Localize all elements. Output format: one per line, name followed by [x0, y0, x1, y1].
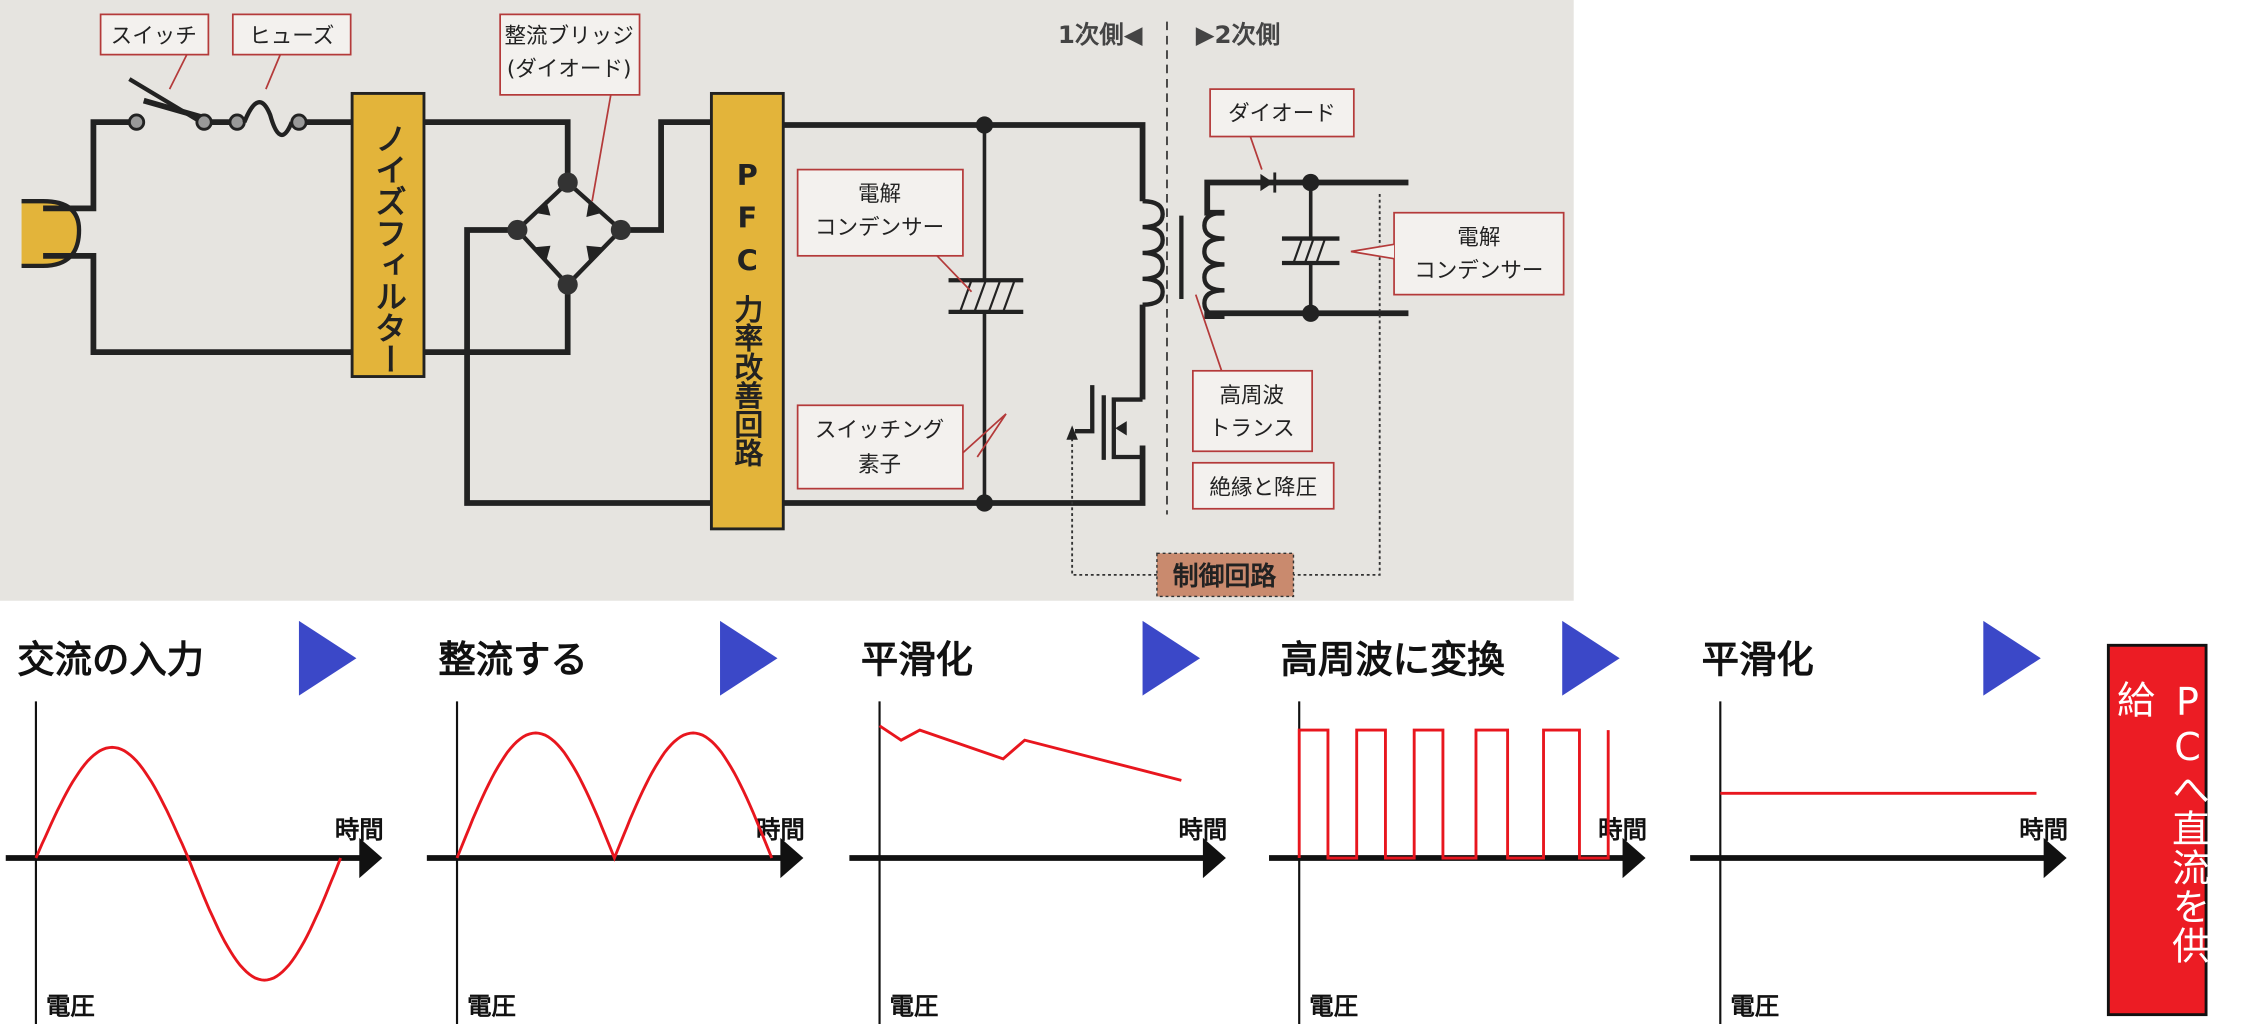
secondary-coil: [1202, 210, 1225, 319]
pfc-abbr-label: PFC: [730, 158, 764, 286]
noise-filter-label: ノイズフィルター: [370, 122, 406, 375]
callout-transformer: 高周波 トランス: [1191, 294, 1314, 453]
svg-text:絶縁と降圧: 絶縁と降圧: [1209, 475, 1317, 500]
svg-text:(ダイオード): (ダイオード): [507, 57, 632, 82]
stage-title: 交流の入力: [17, 638, 204, 682]
y-axis-label: 電圧: [46, 992, 95, 1021]
diode-symbol: [1260, 172, 1277, 193]
svg-text:スイッチング: スイッチング: [815, 418, 944, 443]
pfc-name-label: 力率改善回路: [730, 295, 764, 467]
y-axis-label: 電圧: [1730, 992, 1779, 1021]
callout-isolation: 絶縁と降圧: [1191, 461, 1335, 510]
next-arrow-icon: [1562, 620, 1620, 696]
circuit-diagram: ノイズフィルター PFC 力率改善回路: [0, 0, 1574, 601]
stage-title: 平滑化: [1702, 638, 1814, 682]
svg-text:ダイオード: ダイオード: [1228, 102, 1336, 127]
primary-coil: [1142, 199, 1165, 307]
x-axis-label: 時間: [2019, 815, 2068, 844]
x-axis-arrow-icon: [780, 837, 804, 879]
next-arrow-icon: [1142, 620, 1201, 696]
control-circuit-block: [1156, 552, 1295, 598]
x-axis-arrow-icon: [2043, 837, 2067, 879]
svg-text:スイッチ: スイッチ: [111, 24, 197, 49]
y-axis-label: 電圧: [1309, 992, 1358, 1021]
secondary-capacitor-symbol: [1281, 236, 1340, 266]
y-axis-label: 電圧: [890, 992, 939, 1021]
secondary-side-label: ▶2次側: [1196, 20, 1281, 49]
waveform-square: [1297, 728, 1610, 860]
stage-title: 高周波に変換: [1281, 638, 1506, 682]
svg-text:電解: 電解: [858, 182, 901, 207]
stage-title: 平滑化: [861, 638, 973, 682]
svg-text:コンデンサー: コンデンサー: [1414, 258, 1543, 283]
callout-diode: ダイオード: [1209, 88, 1355, 170]
next-arrow-icon: [298, 620, 357, 696]
x-axis-label: 時間: [335, 815, 384, 844]
x-axis-arrow-icon: [359, 837, 383, 879]
x-axis-arrow-icon: [1202, 837, 1226, 879]
waveform-full-wave-rectified: [455, 731, 774, 862]
y-axis-label: 電圧: [467, 992, 516, 1021]
output-box: [2106, 643, 2208, 1017]
next-arrow-icon: [720, 620, 778, 696]
callout-capacitor-secondary: 電解 コンデンサー: [1350, 211, 1565, 296]
svg-text:素子: 素子: [858, 452, 901, 477]
waveform-sine: [34, 745, 342, 982]
svg-text:電解: 電解: [1457, 225, 1500, 250]
stage-title: 整流する: [438, 638, 587, 682]
x-axis-label: 時間: [1598, 815, 1647, 844]
control-circuit-label: 制御回路: [1173, 561, 1277, 592]
svg-text:整流ブリッジ: 整流ブリッジ: [504, 24, 633, 49]
x-axis-label: 時間: [1178, 815, 1227, 844]
svg-text:コンデンサー: コンデンサー: [815, 215, 944, 240]
svg-text:ヒューズ: ヒューズ: [249, 24, 334, 49]
next-arrow-icon: [1983, 620, 2041, 696]
waveform-ripple: [878, 724, 1182, 782]
fuse-symbol: [228, 100, 308, 137]
plug-icon: [21, 199, 82, 269]
callout-switch: スイッチ: [99, 13, 210, 90]
x-axis-arrow-icon: [1622, 837, 1646, 879]
callout-capacitor-primary: 電解 コンデンサー: [796, 168, 973, 293]
callout-switching-element: スイッチング 素子: [796, 404, 1007, 490]
callout-bridge: 整流ブリッジ (ダイオード): [499, 13, 641, 202]
callout-fuse: ヒューズ: [231, 13, 352, 90]
pfc-block: [709, 91, 785, 531]
switching-transistor-symbol: [1075, 385, 1145, 460]
primary-side-label: 1次側◀: [1058, 20, 1143, 49]
svg-text:トランス: トランス: [1209, 416, 1295, 441]
bridge-rectifier-symbol: [507, 172, 631, 295]
output-label: PCへ直流を供給: [2110, 680, 2210, 965]
svg-text:高周波: 高周波: [1219, 383, 1284, 408]
waveform-stages: 交流の入力時間電圧整流する時間電圧平滑化時間電圧高周波に変換時間電圧平滑化時間電…: [5, 620, 2068, 1024]
noise-filter-block: [350, 91, 426, 378]
capacitor-symbol: [948, 278, 1024, 315]
